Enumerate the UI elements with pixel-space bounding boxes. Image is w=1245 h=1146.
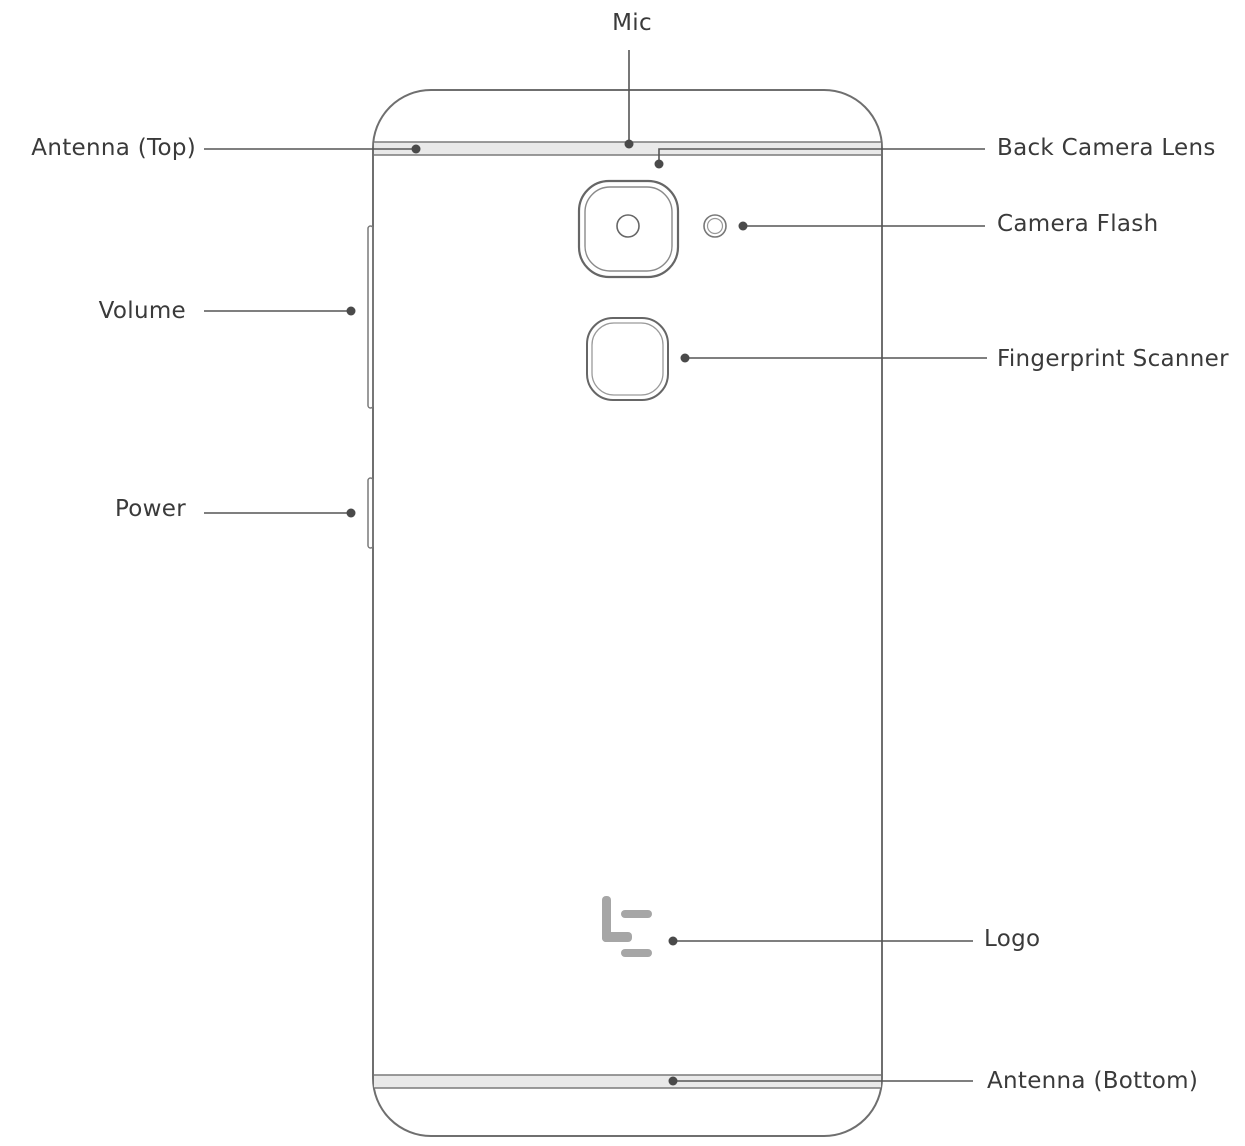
antenna-band-bottom: [374, 1074, 881, 1089]
leader-camera-flash: [738, 221, 985, 231]
leader-antenna-top: [204, 144, 421, 154]
label-volume: Volume: [99, 298, 186, 324]
leader-volume: [204, 306, 356, 316]
leader-mic: [624, 50, 634, 149]
label-power: Power: [115, 496, 186, 522]
phone-body: [367, 89, 883, 1137]
power-button: [367, 477, 374, 549]
volume-button: [367, 225, 374, 409]
leader-power: [204, 508, 356, 518]
camera-lens-icon: [616, 214, 640, 238]
leader-fingerprint-scanner: [680, 353, 987, 363]
label-mic: Mic: [612, 10, 652, 36]
label-logo: Logo: [984, 926, 1040, 952]
leader-back-camera-lens: [654, 148, 985, 169]
label-fingerprint-scanner: Fingerprint Scanner: [997, 346, 1229, 372]
label-antenna-top: Antenna (Top): [31, 135, 196, 161]
brand-logo-icon: [602, 896, 652, 957]
leader-logo: [668, 936, 973, 946]
leader-antenna-bottom: [668, 1076, 973, 1086]
camera-module: [577, 179, 680, 279]
label-antenna-bottom: Antenna (Bottom): [987, 1068, 1198, 1094]
label-camera-flash: Camera Flash: [997, 211, 1158, 237]
label-back-camera-lens: Back Camera Lens: [997, 135, 1216, 161]
fingerprint-scanner-icon: [586, 317, 669, 401]
camera-flash-icon: [703, 214, 727, 238]
